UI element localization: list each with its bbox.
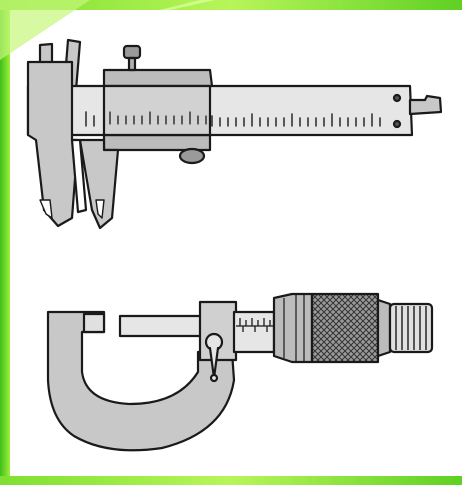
micrometer-lock-lever — [204, 332, 224, 352]
micrometer-ratchet-neck — [376, 298, 392, 358]
micrometer-thimble-knurl — [310, 292, 380, 364]
micrometer-spindle — [118, 314, 210, 338]
micrometer-frame — [46, 310, 236, 452]
caliper-thumb-wheel — [178, 147, 206, 165]
micrometer-thimble-cone — [272, 292, 314, 364]
caliper-vernier-plate — [102, 84, 212, 137]
caliper-sliding-jaw — [78, 138, 120, 230]
micrometer-ratchet — [388, 302, 434, 354]
micrometer-sleeve-scale — [236, 318, 274, 332]
caliper-vernier-scale — [109, 111, 207, 125]
micrometer-anvil — [82, 312, 106, 334]
caliper-depth-rod — [408, 94, 443, 116]
micrometer-ratchet-grooves — [395, 306, 427, 350]
caliper-slider-top — [102, 68, 214, 88]
caliper-main-scale — [85, 111, 381, 127]
caliper-fixed-jaw — [26, 60, 80, 228]
